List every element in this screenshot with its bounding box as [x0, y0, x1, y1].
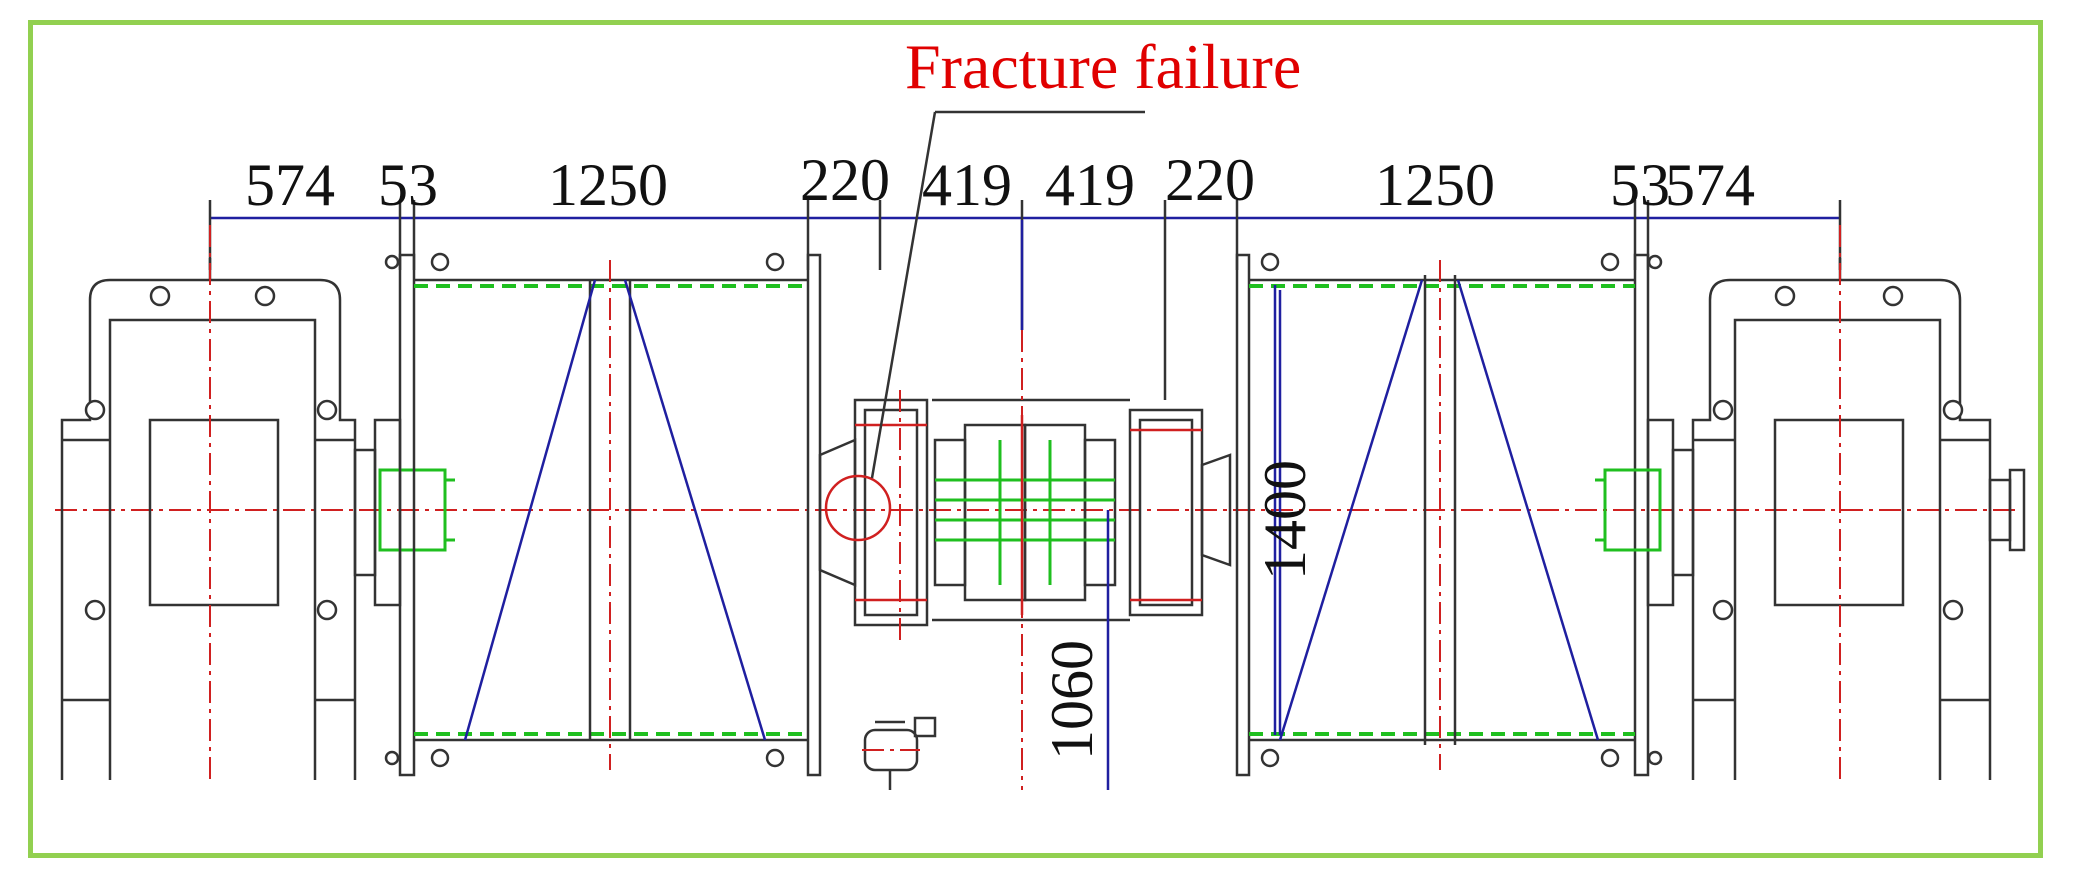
- dim-220-right: 220: [1165, 147, 1255, 213]
- fracture-callout: Fracture failure: [870, 31, 1301, 479]
- motor-symbol: [862, 716, 937, 790]
- dim-53-right: 53: [1610, 152, 1670, 218]
- fracture-failure-label: Fracture failure: [905, 31, 1301, 102]
- vertical-dimensions: 1400 1060: [1039, 285, 1318, 760]
- dim-1400: 1400: [1252, 460, 1318, 580]
- bolt: [149, 285, 171, 307]
- left-bearing-frame: [60, 225, 357, 780]
- bolt: [1942, 399, 1964, 421]
- bolt: [1882, 285, 1904, 307]
- right-shaft-hub: [1595, 418, 1695, 607]
- dim-1250-left: 1250: [548, 152, 668, 218]
- bolt: [84, 599, 106, 621]
- dim-1250-right: 1250: [1375, 152, 1495, 218]
- dim-220-left: 220: [800, 147, 890, 213]
- bolt: [84, 399, 106, 421]
- right-weld-hub: [1603, 468, 1662, 552]
- bolt: [1774, 285, 1796, 307]
- bolt: [316, 599, 338, 621]
- fracture-location-circle: [824, 474, 892, 542]
- bolt: [316, 399, 338, 421]
- top-dimension-chain: 574 53 1250 220 419 419 220 1250 53 574: [208, 147, 1842, 400]
- bolt: [1942, 599, 1964, 621]
- bolt: [1712, 399, 1734, 421]
- left-drum: [384, 252, 822, 777]
- central-coupling: [818, 220, 1232, 790]
- dim-574-right: 574: [1665, 152, 1755, 218]
- dim-1060: 1060: [1039, 640, 1105, 760]
- dim-53-left: 53: [378, 152, 438, 218]
- left-weld-hub: [378, 468, 447, 552]
- bolt: [1712, 599, 1734, 621]
- dim-574-left: 574: [245, 152, 335, 218]
- left-shaft-hub: [353, 418, 455, 607]
- dim-419-right: 419: [1045, 152, 1135, 218]
- right-bearing-frame: [1691, 225, 2026, 780]
- bolt: [254, 285, 276, 307]
- dim-419-left: 419: [922, 152, 1012, 218]
